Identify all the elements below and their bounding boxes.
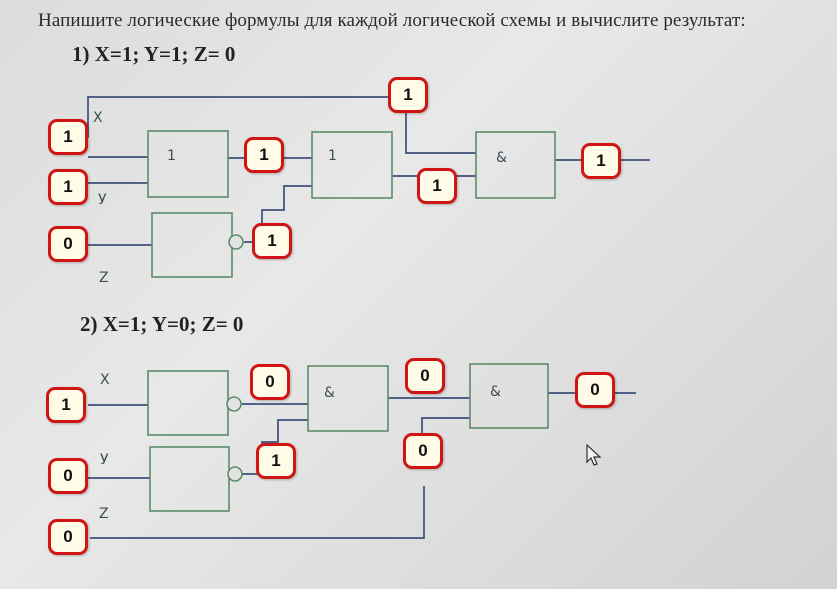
gate-or-2: [311, 131, 393, 199]
value-x-tap: 1: [388, 77, 428, 113]
diagram-2: & & X У Z: [88, 363, 636, 539]
value-z2-input: 0: [48, 519, 88, 555]
diagram-1: 1 1 & X У Z: [87, 96, 650, 286]
gate-not-y: [149, 446, 230, 512]
value-result-1: 1: [581, 143, 621, 179]
wire-z: [90, 486, 425, 539]
label-z2: Z: [99, 506, 109, 522]
value-noty-output: 1: [256, 443, 296, 479]
inverter-bubble-x: [226, 396, 242, 412]
value-z-input: 0: [48, 226, 88, 262]
value-y-input: 1: [48, 169, 88, 205]
value-result-2: 0: [575, 372, 615, 408]
gate-and-1: [307, 365, 389, 432]
gate-and-1-label: &: [324, 385, 335, 401]
gate-not-z: [151, 212, 233, 278]
gate-not-x: [147, 370, 229, 436]
label-x: X: [93, 110, 103, 126]
gate-or-1: [147, 130, 229, 198]
gate-or-1-label: 1: [167, 148, 176, 164]
gate-or-2-label: 1: [328, 148, 337, 164]
value-or1-output: 1: [244, 137, 284, 173]
value-z-tap: 0: [403, 433, 443, 469]
gate-and-2: [469, 363, 549, 429]
value-x-input: 1: [48, 119, 88, 155]
gate-and: [475, 131, 556, 199]
value-or2-output: 1: [417, 168, 457, 204]
value-notz-output: 1: [252, 223, 292, 259]
task1-heading: 1) X=1; Y=1; Z= 0: [72, 42, 236, 66]
value-and1-output: 0: [405, 358, 445, 394]
inverter-bubble: [228, 234, 244, 250]
inverter-bubble-y: [227, 466, 243, 482]
label-z: Z: [99, 270, 109, 286]
gate-and-2-label: &: [490, 384, 501, 400]
value-notx-output: 0: [250, 364, 290, 400]
label-y: У: [98, 192, 107, 208]
label-y2: У: [100, 452, 109, 468]
task2-heading: 2) X=1; Y=0; Z= 0: [80, 312, 244, 336]
mouse-cursor-icon: [586, 444, 602, 466]
value-y2-input: 0: [48, 458, 88, 494]
wire-x-to-and: [405, 118, 476, 154]
task-title: Напишите логические формулы для каждой л…: [38, 10, 746, 31]
value-x2-input: 1: [46, 387, 86, 423]
label-x2: X: [100, 372, 110, 388]
gate-and-label: &: [496, 150, 507, 166]
